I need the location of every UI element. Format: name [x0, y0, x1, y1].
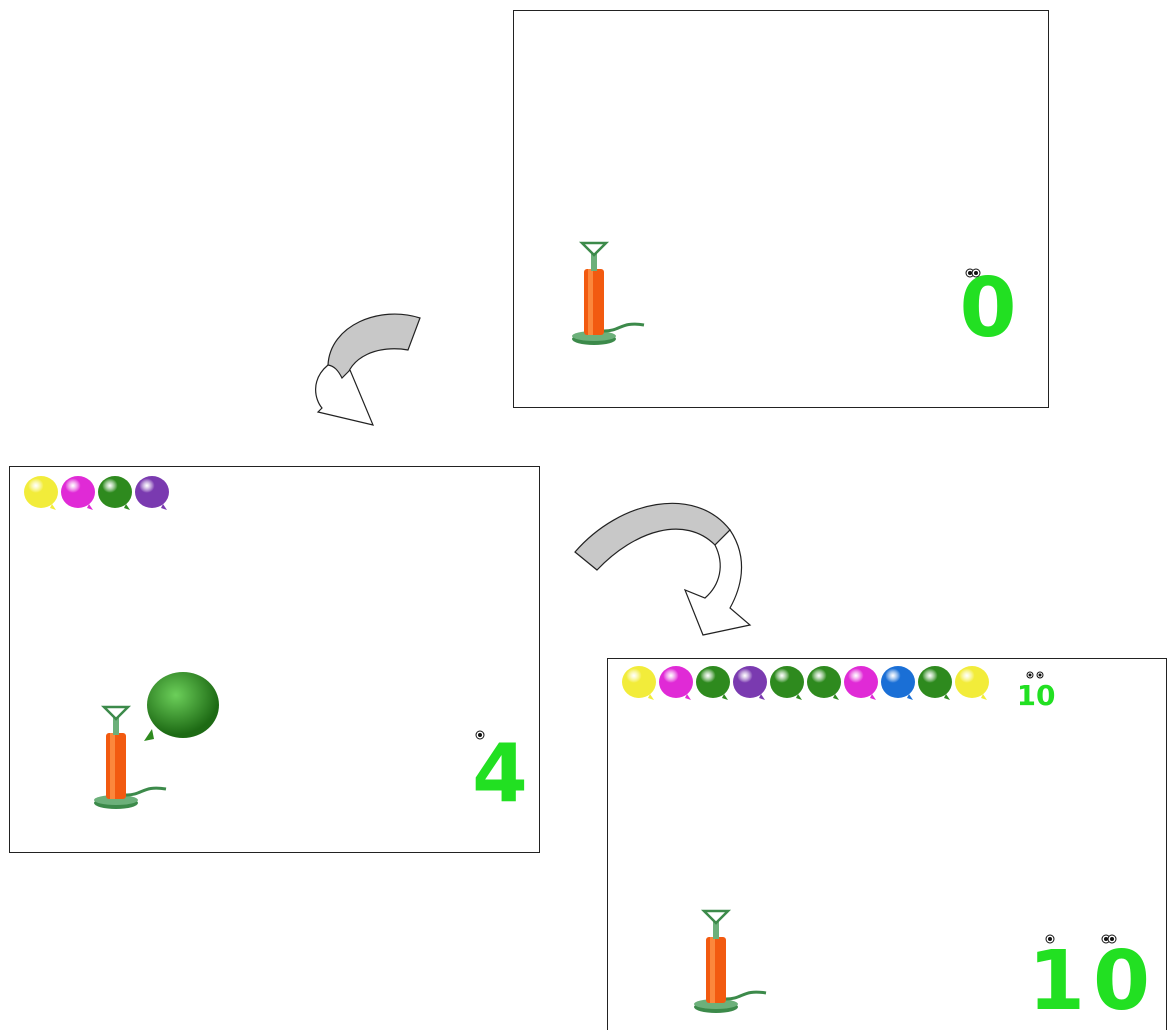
balloon-icon: [620, 665, 660, 703]
air-pump-icon[interactable]: [88, 703, 178, 813]
balloon-icon: [879, 665, 919, 703]
balloon-tally-row: [620, 665, 990, 703]
scene-end-panel: 10 10: [607, 658, 1167, 1030]
balloon-icon: [96, 475, 136, 513]
balloon-icon: [842, 665, 882, 703]
balloon-icon: [916, 665, 956, 703]
balloon-icon: [953, 665, 993, 703]
balloon-counter: 10: [1028, 927, 1158, 1017]
curved-arrow-1: [300, 300, 440, 440]
balloon-icon: [22, 475, 62, 513]
balloon-icon: [657, 665, 697, 703]
balloon-icon: [805, 665, 845, 703]
mini-counter: 10: [1020, 669, 1060, 709]
balloon-icon: [731, 665, 771, 703]
counter-value: 10: [1028, 934, 1158, 1017]
air-pump-icon[interactable]: [566, 239, 656, 349]
balloon-counter: 0: [960, 263, 1020, 343]
scene-start-panel: 0: [513, 10, 1049, 408]
air-pump-icon[interactable]: [688, 907, 778, 1017]
balloon-counter: 4: [472, 727, 532, 807]
balloon-icon: [768, 665, 808, 703]
balloon-icon: [133, 475, 173, 513]
counter-value: 0: [960, 263, 1017, 343]
mini-counter-value: 10: [1020, 679, 1055, 709]
balloon-icon: [694, 665, 734, 703]
curved-arrow-2: [565, 490, 765, 640]
counter-value: 4: [472, 727, 528, 807]
balloon-icon: [59, 475, 99, 513]
balloon-tally-row: [22, 475, 170, 513]
scene-mid-panel: 4: [9, 466, 540, 853]
